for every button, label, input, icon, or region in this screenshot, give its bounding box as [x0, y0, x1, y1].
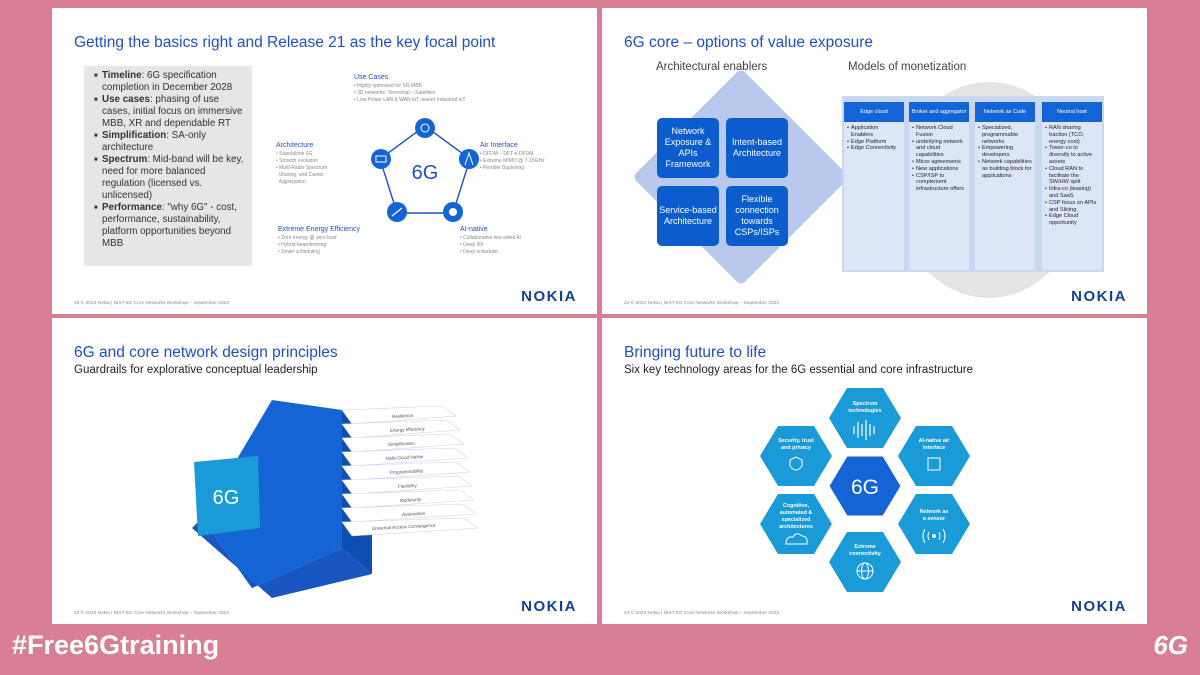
energy-node-icon [387, 202, 407, 222]
nokia-logo: NOKIA [521, 598, 577, 615]
enabler-network-exposure: Network Exposure & APIs Framework [657, 118, 719, 178]
slide-title: 6G core – options of value exposure [624, 34, 874, 51]
column-network-as-code: Network as Code Specialized, programmabl… [975, 102, 1035, 270]
principle-label: Automation [402, 511, 426, 517]
architectural-enablers-label: Architectural enablers [656, 61, 768, 73]
svg-text:connectivity: connectivity [849, 551, 880, 557]
air-interface-node-icon [459, 149, 479, 169]
puzzle-icon [927, 457, 941, 471]
principle-label: Multi-Cloud Native [386, 454, 424, 461]
bullet-timeline: Timeline: 6G specification completion in… [94, 70, 246, 94]
hex-extreme-connectivity: Extreme connectivity [829, 532, 901, 592]
sensor-signal-icon [922, 528, 946, 544]
key-points-box: Timeline: 6G specification completion in… [84, 66, 252, 266]
use-cases-node-icon [415, 118, 435, 138]
svg-text:Security, trust: Security, trust [778, 438, 814, 444]
svg-text:Cognitive,: Cognitive, [783, 503, 810, 509]
column-broker-aggregator: Broker and aggregator Network Cloud Fusi… [909, 102, 969, 270]
6g-brand-logo: 6G [1153, 630, 1188, 660]
block-use-cases: Use Cases • Highly optimized for XR-MBB … [354, 74, 466, 103]
svg-text:interface: interface [923, 445, 945, 451]
pentagon-diagram: 6G [371, 118, 479, 222]
nokia-logo: NOKIA [1071, 598, 1127, 615]
slide-basics-release-21: Getting the basics right and Release 21 … [52, 8, 597, 314]
nokia-logo: NOKIA [521, 288, 577, 305]
principle-layers [341, 405, 479, 537]
enabler-intent-based: Intent-based Architecture [726, 118, 788, 178]
waveform-icon [853, 420, 875, 440]
models-of-monetization-label: Models of monetization [848, 61, 967, 73]
hex-security-trust-privacy: Security, trust and privacy [760, 426, 832, 486]
svg-text:technologies: technologies [848, 408, 881, 414]
bullet-spectrum: Spectrum: Mid-band will be key, need for… [94, 154, 246, 202]
hex-network-as-sensor: Network as a sensor [898, 494, 970, 554]
slide-footer: 23 © 2023 Nokia | NIST 6G Core Networks … [74, 611, 229, 616]
hex-spectrum-technologies: Spectrum technologies [829, 388, 901, 448]
principle-label: Modularity [400, 497, 422, 503]
slide-title: 6G and core network design principles [74, 344, 338, 361]
svg-text:AI-native air: AI-native air [919, 438, 951, 444]
slide-title: Bringing future to life [624, 344, 767, 361]
principle-label: Universal Access Convergence [372, 523, 436, 531]
svg-text:and privacy: and privacy [781, 445, 811, 451]
block-energy-efficiency: Extreme Energy Efficiency • Zero energy … [278, 226, 360, 255]
block-ai-native: AI-native • Collaborative two-sided AI •… [460, 226, 521, 255]
hex-ai-native-air-interface: AI-native air interface [898, 426, 970, 486]
svg-text:Network as: Network as [920, 509, 949, 515]
hashtag-banner: #Free6Gtraining [12, 630, 220, 660]
column-neutral-host: Neutral host RAN sharing traction (TCO, … [1042, 102, 1102, 270]
block-architecture: Architecture • Standalone 6G • Smooth ev… [276, 142, 328, 185]
globe-icon [856, 562, 874, 580]
pentagon-center-label: 6G [412, 162, 439, 184]
slide-title: Getting the basics right and Release 21 … [74, 34, 496, 51]
enabler-service-based: Service-based Architecture [657, 186, 719, 246]
cloud-icon [785, 533, 808, 545]
shield-icon [789, 456, 803, 471]
slide-footer: 21 © 2023 Nokia | NIST 6G Core Networks … [624, 301, 779, 306]
slide-footer: 24 © 2023 Nokia | NIST 6G Core Networks … [624, 611, 779, 616]
slide-design-principles: 6G and core network design principles Gu… [52, 318, 597, 624]
svg-text:Extreme: Extreme [854, 544, 875, 550]
principle-label: Flexibility [398, 483, 418, 489]
principles-cube-diagram: Resilience Energy efficiency Simplificat… [192, 400, 479, 598]
principle-label: Simplification [388, 441, 416, 447]
slide-footer: 19 © 2023 Nokia | NIST 6G Core Networks … [74, 301, 229, 306]
nokia-logo: NOKIA [1071, 288, 1127, 305]
bullet-simplification: Simplification: SA-only architecture [94, 130, 246, 154]
ai-native-node-icon [443, 202, 463, 222]
principle-label: Programmability [390, 468, 424, 475]
bullet-performance: Performance: "why 6G" - cost, performanc… [94, 202, 246, 250]
slide-subtitle: Guardrails for explorative conceptual le… [74, 364, 318, 376]
block-air-interface: Air Interface • OFDM – DFT-s-OFDM • Extr… [480, 142, 545, 171]
slide-subtitle: Six key technology areas for the 6G esse… [624, 364, 974, 376]
slide-value-exposure: 6G core – options of value exposure Arch… [602, 8, 1147, 314]
column-edge-cloud: Edge cloud Application Enablers Edge Pla… [844, 102, 904, 270]
principle-label: Resilience [392, 413, 414, 419]
principle-label: Energy efficiency [390, 426, 426, 433]
hex-cognitive-architectures: Cognitive, automated & specialized archi… [760, 494, 832, 554]
hexagon-technology-diagram: Spectrum technologies Security, trust an… [760, 388, 970, 592]
slide-future-to-life: Bringing future to life Six key technolo… [602, 318, 1147, 624]
svg-text:architectures: architectures [779, 524, 813, 530]
svg-text:specialized: specialized [782, 517, 811, 523]
svg-text:6G: 6G [851, 476, 879, 499]
cube-6g-face: 6G [194, 456, 260, 536]
svg-text:Spectrum: Spectrum [853, 401, 878, 407]
svg-text:6G: 6G [213, 487, 240, 509]
hex-center-6g: 6G [828, 455, 902, 517]
bullet-use-cases: Use cases: phasing of use cases, initial… [94, 94, 246, 130]
architecture-node-icon [371, 149, 391, 169]
enabler-flexible-connection: Flexible connection towards CSPs/ISPs [726, 186, 788, 246]
svg-text:a sensor: a sensor [923, 516, 946, 522]
svg-text:automated &: automated & [780, 510, 813, 516]
